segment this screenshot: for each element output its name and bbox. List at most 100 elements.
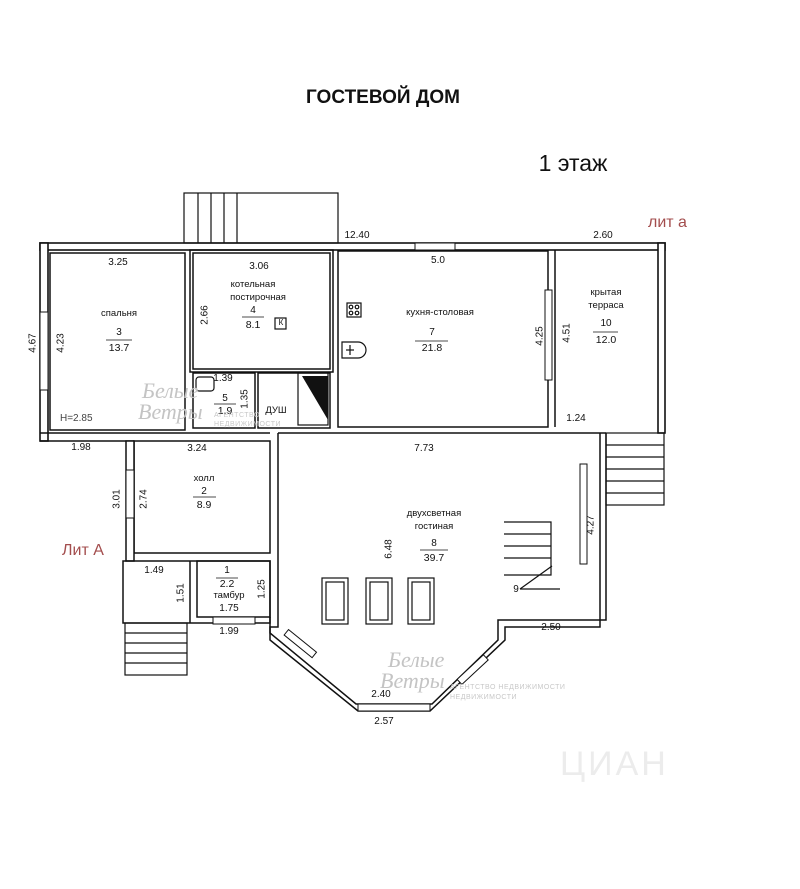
windows xyxy=(39,242,588,712)
dim-1-98: 1.98 xyxy=(71,442,91,453)
room-10-name-1: крытая xyxy=(590,287,622,298)
dim-4-67: 4.67 xyxy=(27,333,39,353)
dim-1-35: 1.35 xyxy=(239,389,251,409)
room-8-number: 8 xyxy=(431,538,437,549)
room-8-area: 39.7 xyxy=(423,552,445,564)
skylight-1 xyxy=(321,577,349,625)
watermark-brand-1b: Ветры xyxy=(138,399,203,424)
room-5-outline xyxy=(192,372,256,429)
window-kitchen-right xyxy=(544,289,553,381)
vestibule-outer xyxy=(122,560,271,624)
room-2-name: холл xyxy=(193,473,215,484)
floor-label: 1 этаж xyxy=(538,150,608,176)
lit-big-label: Лит А xyxy=(62,542,104,559)
sink-icon xyxy=(341,341,367,359)
window-living-bottom xyxy=(357,703,431,712)
window-living-left xyxy=(283,628,318,659)
room-7-name: кухня-столовая xyxy=(406,307,474,318)
room-1-area: 2.2 xyxy=(219,578,235,590)
watermark-agency-2: НЕДВИЖИМОСТИ xyxy=(214,421,282,428)
watermark-agency-3: АГЕНТСТВО НЕДВИЖИМОСТИ xyxy=(450,684,566,691)
dim-7-73: 7.73 xyxy=(414,443,434,454)
dim-3-01: 3.01 xyxy=(111,489,123,509)
room-5-number: 5 xyxy=(222,393,228,404)
dim-1-25: 1.25 xyxy=(256,579,268,599)
dim-2-66: 2.66 xyxy=(199,305,211,325)
height-note: H=2.85 xyxy=(60,413,93,424)
dim-1-75: 1.75 xyxy=(219,603,239,614)
dim-1-49: 1.49 xyxy=(144,565,164,576)
skylight-2 xyxy=(365,577,393,625)
room-4-outline xyxy=(192,252,331,370)
room-7-number: 7 xyxy=(429,327,435,338)
stove-icon xyxy=(346,302,362,318)
terrace-right-wall xyxy=(657,242,666,434)
room-walls xyxy=(40,249,607,712)
window-hall xyxy=(125,469,135,519)
dim-1-39: 1.39 xyxy=(213,373,233,384)
watermark-brand-2b: Ветры xyxy=(380,668,445,693)
watermark-cian: ЦИАН xyxy=(560,745,669,783)
room-2-area: 8.9 xyxy=(196,499,212,511)
dim-3-24: 3.24 xyxy=(187,443,207,454)
area-underlines xyxy=(106,316,618,579)
room-4-area: 8.1 xyxy=(245,319,261,331)
room-1-number: 1 xyxy=(224,565,230,576)
dim-4-51: 4.51 xyxy=(561,323,573,343)
room-3-number: 3 xyxy=(116,327,122,338)
dim-2-50: 2.50 xyxy=(541,622,561,633)
room-5-area: 1.9 xyxy=(217,405,233,417)
page-title: ГОСТЕВОЙ ДОМ xyxy=(306,87,460,108)
top-outer-wall xyxy=(39,242,666,251)
window-living-right xyxy=(456,654,489,686)
stair-inner xyxy=(504,521,552,576)
dim-2-40: 2.40 xyxy=(371,689,391,700)
dim-2-74: 2.74 xyxy=(138,489,150,509)
room-8-name-2: гостиная xyxy=(414,521,454,532)
watermark-brand-2: Белые xyxy=(388,647,445,672)
room-4-number: 4 xyxy=(250,305,256,316)
boiler-mark: К xyxy=(278,318,284,327)
watermark-brand-1: Белые xyxy=(142,378,199,403)
dim-4-27: 4.27 xyxy=(585,515,597,535)
stair-top xyxy=(183,192,339,244)
room-7-area: 21.8 xyxy=(421,342,443,354)
dim-12-40: 12.40 xyxy=(344,230,370,241)
room-4-outline-outer xyxy=(189,249,334,373)
room-9-number: 9 xyxy=(513,584,519,595)
dim-1-99: 1.99 xyxy=(219,626,239,637)
room-8-name-1: двухсветная xyxy=(406,508,462,519)
dim-1-24: 1.24 xyxy=(566,413,586,424)
fixtures xyxy=(195,302,435,625)
dim-3-06: 3.06 xyxy=(249,261,269,272)
dim-4-25: 4.25 xyxy=(534,326,546,346)
room-2-number: 2 xyxy=(201,486,207,497)
room-10-number: 10 xyxy=(600,318,612,329)
room-10-name-2: терраса xyxy=(588,300,624,311)
window-living-right-side xyxy=(579,463,588,565)
dim-5-0: 5.0 xyxy=(431,255,445,266)
room-3-area: 13.7 xyxy=(108,342,130,354)
window-bedroom xyxy=(39,311,49,391)
window-vestibule xyxy=(212,616,256,625)
dim-3-25: 3.25 xyxy=(108,257,128,268)
wc-icon xyxy=(195,376,215,392)
watermark-agency-4: НЕДВИЖИМОСТИ xyxy=(450,694,518,701)
dim-4-23: 4.23 xyxy=(55,333,67,353)
room-4-name-1: котельная xyxy=(230,279,276,290)
room-7-outline xyxy=(337,250,549,428)
watermark-agency-1: АГЕНТСТВО xyxy=(214,412,260,419)
window-kitchen-top xyxy=(414,242,456,251)
shower-name: ДУШ xyxy=(265,405,287,416)
dim-6-48: 6.48 xyxy=(383,539,395,559)
room-1-name: тамбур xyxy=(213,590,245,601)
shower-outline xyxy=(257,372,331,429)
boiler-icon xyxy=(274,317,287,330)
skylight-3 xyxy=(407,577,435,625)
room-10-area: 12.0 xyxy=(595,334,617,346)
stair-entrance xyxy=(124,622,188,676)
shower-icon xyxy=(302,376,328,420)
dim-2-57: 2.57 xyxy=(374,716,394,727)
dim-2-60: 2.60 xyxy=(593,230,613,241)
